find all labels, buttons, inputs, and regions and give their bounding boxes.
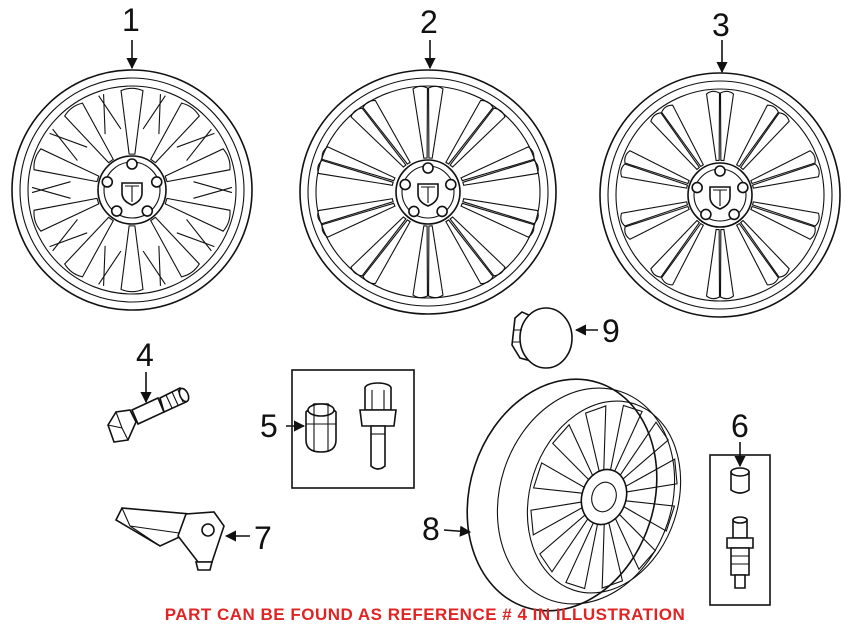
center-cap xyxy=(511,307,573,369)
callout-1: 1 xyxy=(122,2,140,38)
spare-wheel xyxy=(466,378,682,612)
callout-7: 7 xyxy=(254,520,272,556)
callout-9: 9 xyxy=(602,313,620,349)
callout-6: 6 xyxy=(731,408,749,444)
valve-stem xyxy=(107,386,190,443)
reference-note: PART CAN BE FOUND AS REFERENCE # 4 IN IL… xyxy=(165,605,686,624)
wheel-3 xyxy=(599,72,841,318)
callout-3: 3 xyxy=(712,7,730,43)
callout-2: 2 xyxy=(420,4,438,40)
lock-bolt-set xyxy=(291,369,415,489)
wheel-1 xyxy=(11,69,253,311)
callout-8: 8 xyxy=(422,511,440,547)
valve-cap-and-core xyxy=(709,454,771,606)
callout-4: 4 xyxy=(136,337,154,373)
wheel-2 xyxy=(299,69,557,315)
tire-pressure-sensor xyxy=(114,507,225,571)
callout-5: 5 xyxy=(260,408,278,444)
callout-leaders xyxy=(126,40,746,542)
